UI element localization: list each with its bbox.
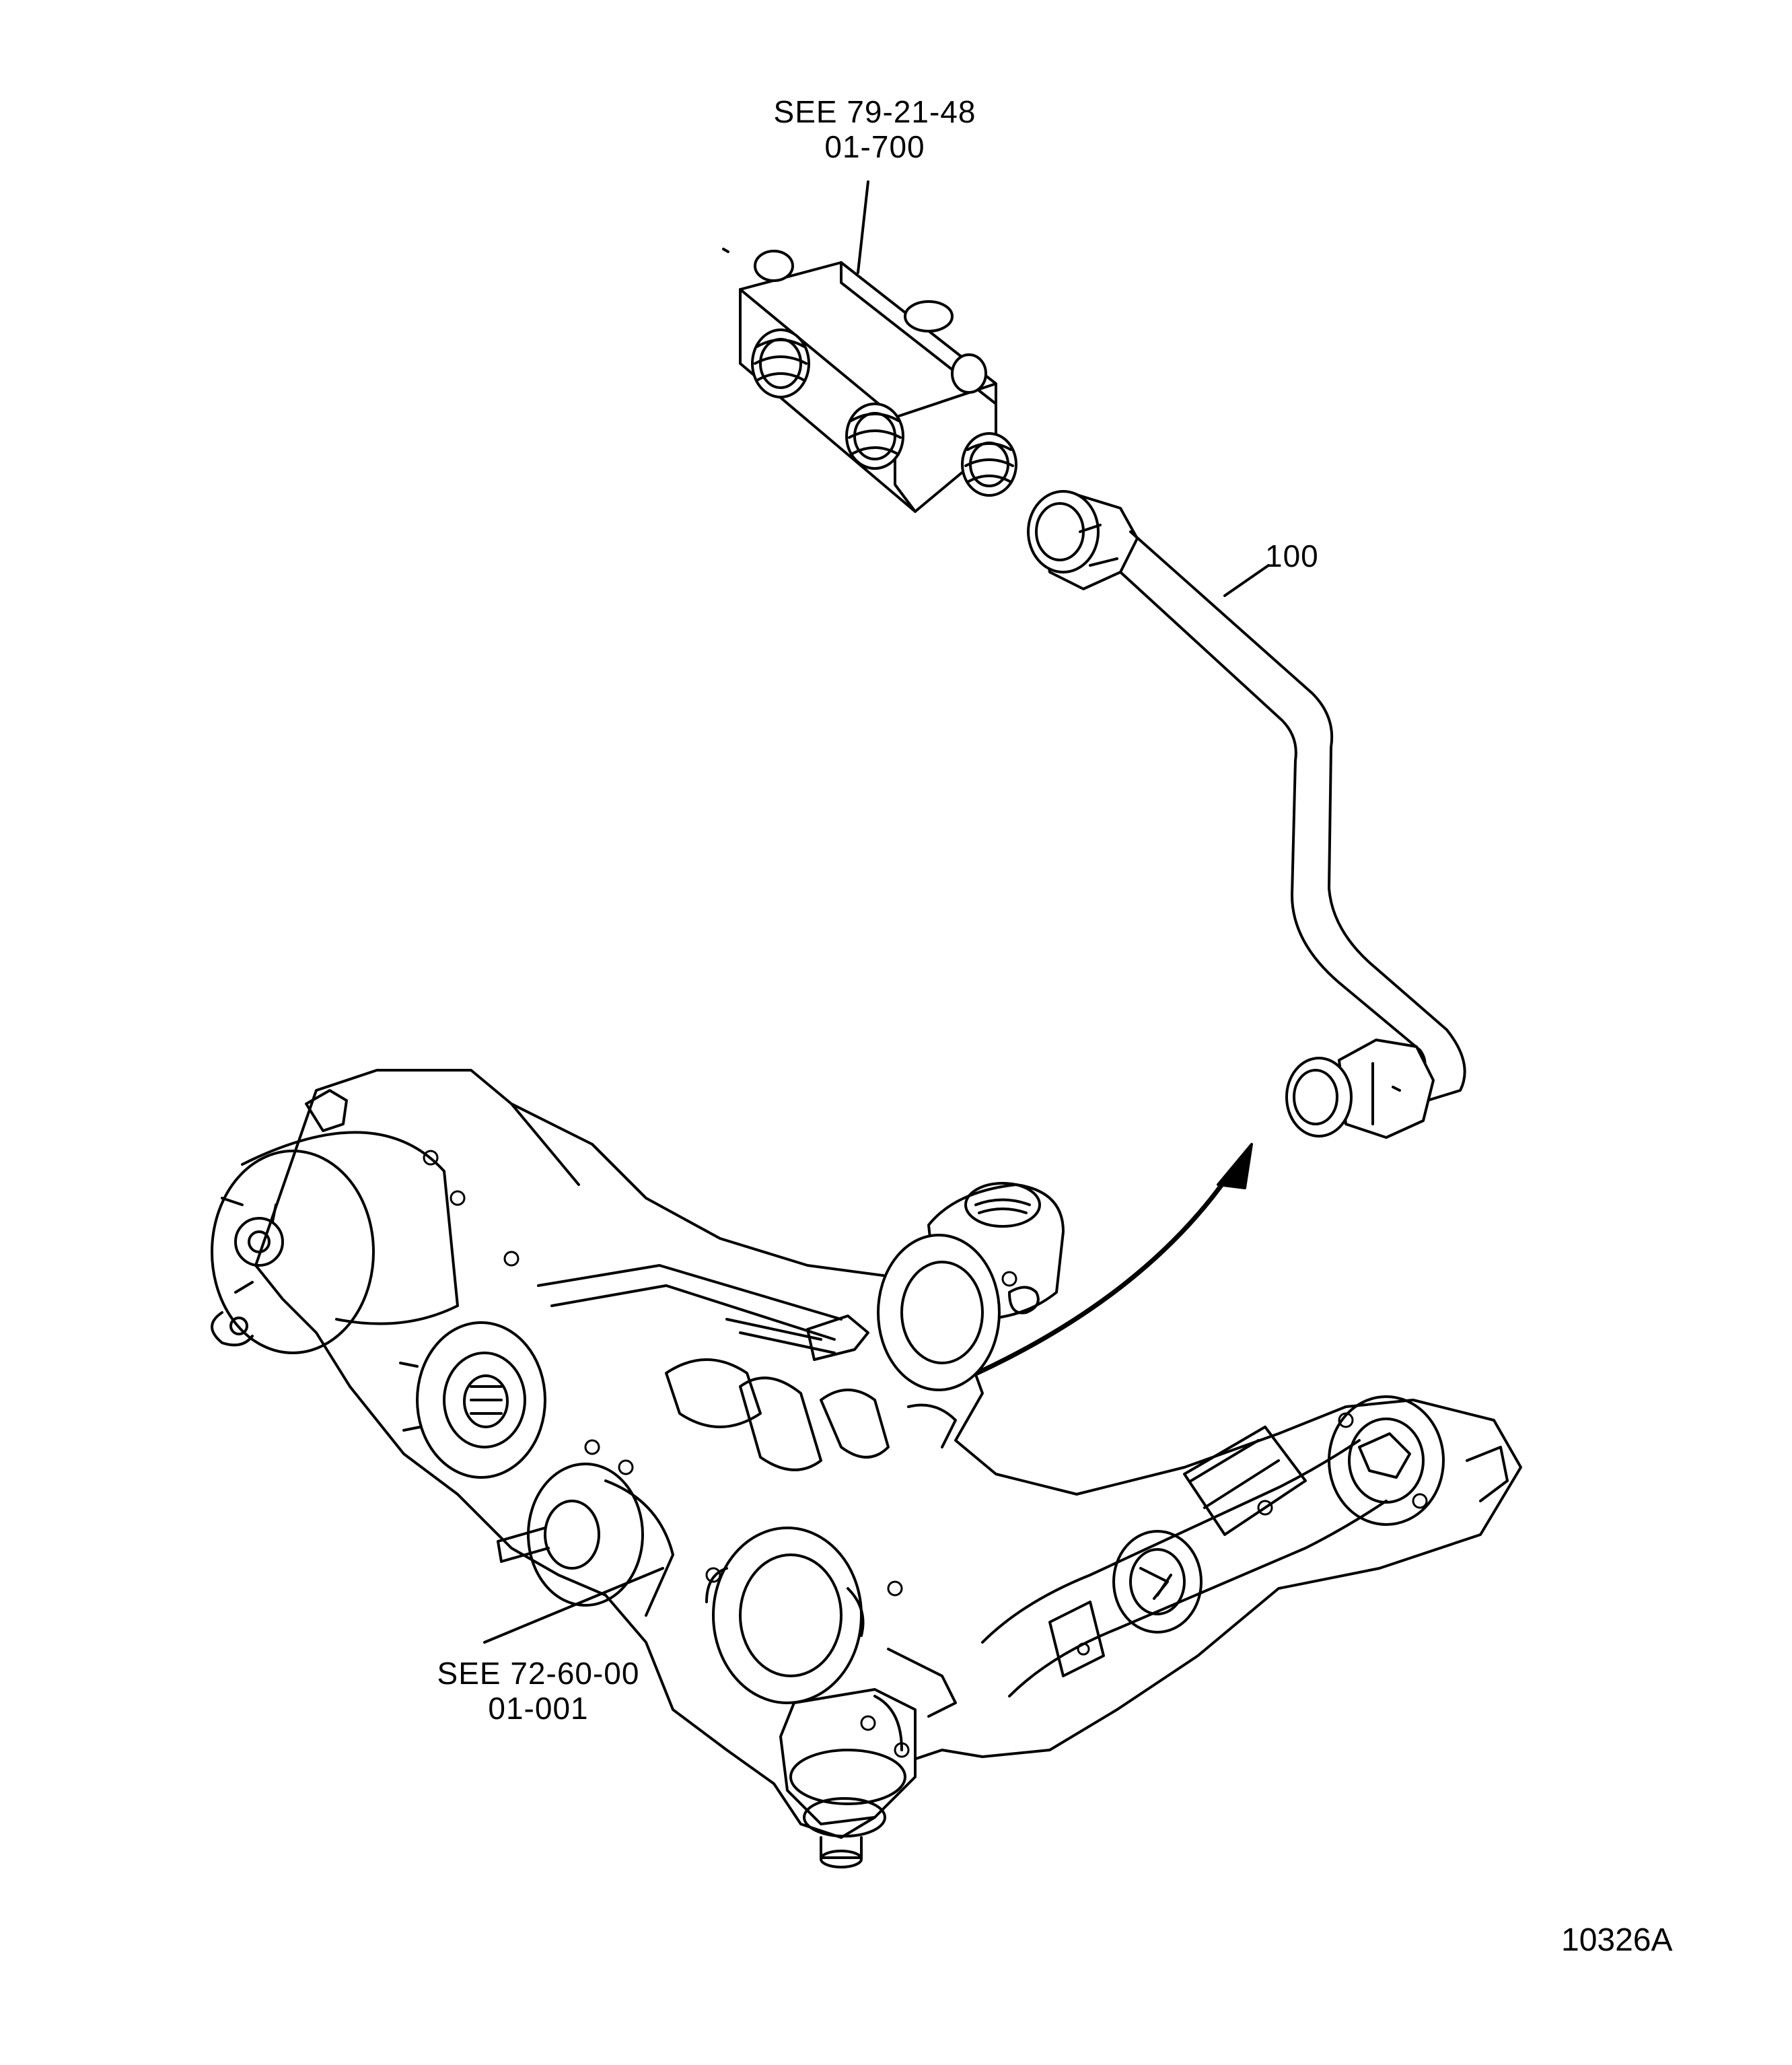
gearbox-leader-line [483, 1567, 664, 1644]
block-port [754, 250, 987, 394]
manifold-block-figure-item: 01-700 [824, 129, 925, 164]
tube-item-callout: 100 [1265, 538, 1319, 573]
block-port [961, 432, 1017, 497]
gearbox-reference: SEE 72-60-00 [437, 1656, 640, 1691]
block-leader-line [857, 180, 869, 274]
installation-arrow [960, 1143, 1253, 1382]
tube-leader-line [1223, 564, 1270, 597]
tube-item-number: 100 [1265, 538, 1319, 573]
gearbox-callout: SEE 72-60-00 01-001 [417, 1656, 659, 1726]
figure-number: 10326A [1561, 1922, 1673, 1958]
block-port [845, 403, 904, 470]
tube-assembly [1027, 490, 1466, 1139]
gearbox-figure-item: 01-001 [488, 1691, 589, 1726]
manifold-block-callout: SEE 79-21-48 01-700 [760, 94, 989, 164]
manifold-block [722, 180, 1017, 513]
gearbox-assembly [211, 1069, 1522, 1868]
bolt-heads [423, 1150, 1428, 1758]
block-port [751, 328, 810, 398]
manifold-block-reference: SEE 79-21-48 [773, 94, 976, 129]
